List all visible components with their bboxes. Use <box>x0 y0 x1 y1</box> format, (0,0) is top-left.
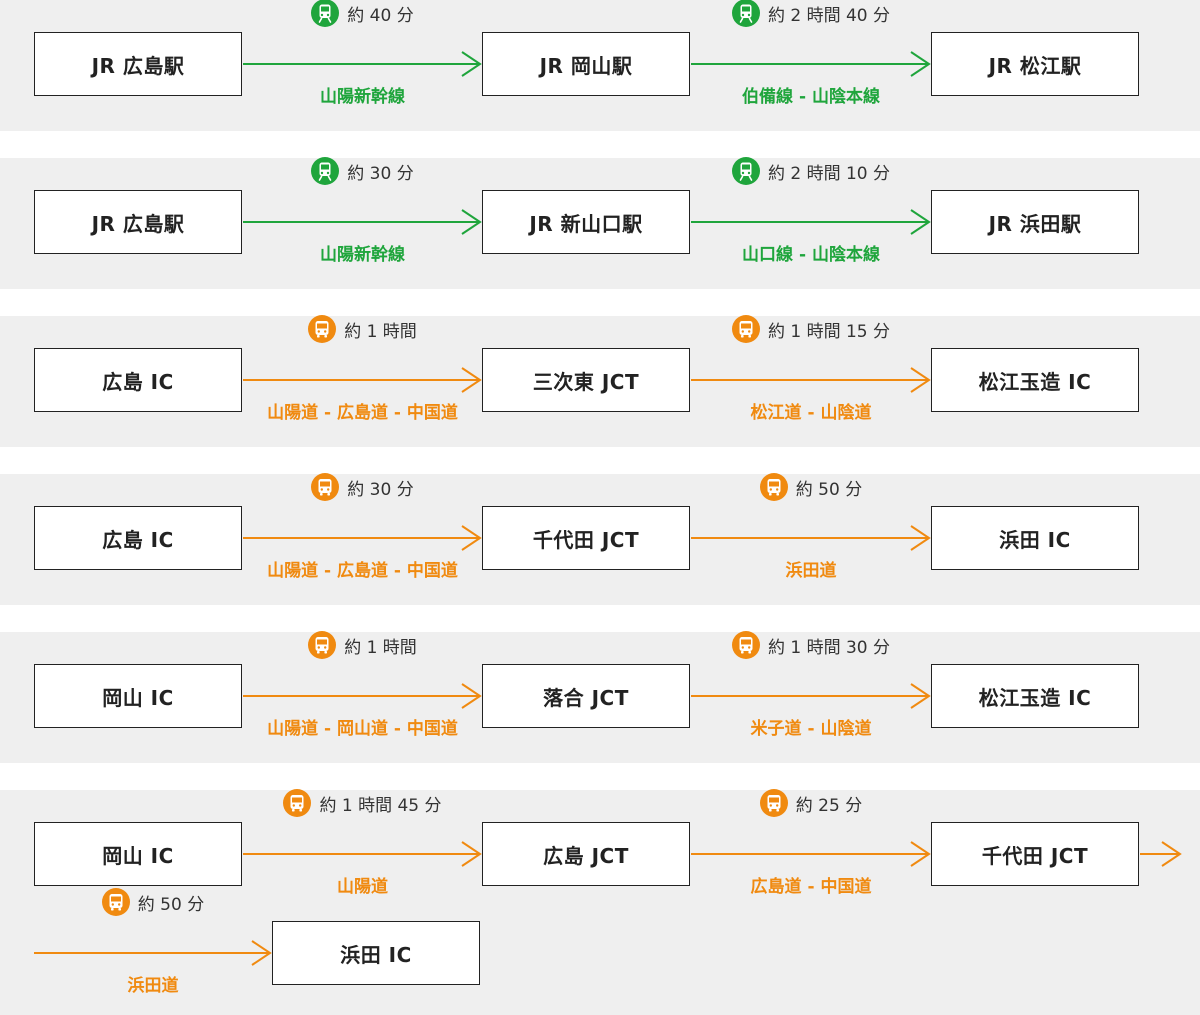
route-connector: 約 1 時間 山陽道 - 岡山道 - 中国道 <box>243 631 482 739</box>
station-box: 広島 IC <box>34 506 242 570</box>
arrow-line <box>691 683 931 709</box>
travel-time: 約 1 時間 <box>243 631 482 659</box>
route-connector: 約 25 分 広島道 - 中国道 <box>691 789 931 897</box>
station-box: JR 浜田駅 <box>931 190 1139 254</box>
arrow-line <box>691 525 931 551</box>
continuation-arrow <box>1140 822 1182 886</box>
station-box: 三次東 JCT <box>482 348 690 412</box>
travel-time: 約 1 時間 <box>243 315 482 343</box>
route-connector: 約 50 分 浜田道 <box>691 473 931 581</box>
train-icon <box>311 0 340 27</box>
route-connector: 約 2 時間 10 分 山口線 - 山陰本線 <box>691 157 931 265</box>
bus-icon <box>308 315 337 343</box>
route-connector: 約 30 分 山陽道 - 広島道 - 中国道 <box>243 473 482 581</box>
bus-icon <box>283 789 312 817</box>
arrow-line <box>691 209 931 235</box>
bus-icon <box>759 789 788 817</box>
arrow-line <box>1140 841 1182 867</box>
road-name: 山陽道 - 岡山道 - 中国道 <box>267 719 458 739</box>
road-name: 広島道 - 中国道 <box>750 877 872 897</box>
station-box: JR 広島駅 <box>34 190 242 254</box>
train-icon <box>731 0 760 27</box>
station-box: 千代田 JCT <box>482 506 690 570</box>
station-box: 岡山 IC <box>34 822 242 886</box>
station-box: 浜田 IC <box>931 506 1139 570</box>
travel-time: 約 30 分 <box>243 157 482 185</box>
bus-icon <box>731 315 760 343</box>
route-connector: 約 1 時間 45 分 山陽道 <box>243 789 482 897</box>
train-icon <box>311 157 340 185</box>
station-box: 広島 IC <box>34 348 242 412</box>
route-connector: 約 1 時間 30 分 米子道 - 山陰道 <box>691 631 931 739</box>
station-box: JR 松江駅 <box>931 32 1139 96</box>
arrow-line <box>243 525 482 551</box>
arrow-line <box>243 841 482 867</box>
station-box: JR 広島駅 <box>34 32 242 96</box>
line-name: 山陽新幹線 <box>320 87 405 107</box>
station-box: 千代田 JCT <box>931 822 1139 886</box>
travel-time: 約 25 分 <box>691 789 931 817</box>
travel-time: 約 2 時間 40 分 <box>691 0 931 27</box>
road-name: 浜田道 <box>785 561 837 581</box>
station-box: JR 岡山駅 <box>482 32 690 96</box>
road-name: 山陽道 <box>337 877 388 897</box>
travel-time: 約 50 分 <box>34 888 272 916</box>
arrow-line <box>243 209 482 235</box>
line-name: 伯備線 - 山陰本線 <box>742 87 880 107</box>
travel-time: 約 2 時間 10 分 <box>691 157 931 185</box>
route-connector: 約 50 分 浜田道 <box>34 888 272 996</box>
travel-time: 約 40 分 <box>243 0 482 27</box>
route-connector: 約 30 分 山陽新幹線 <box>243 157 482 265</box>
arrow-line <box>34 940 272 966</box>
arrow-line <box>243 683 482 709</box>
road-name: 山陽道 - 広島道 - 中国道 <box>267 403 458 423</box>
road-name: 山陽道 - 広島道 - 中国道 <box>267 561 458 581</box>
bus-icon <box>759 473 788 501</box>
route-connector: 約 1 時間 15 分 松江道 - 山陰道 <box>691 315 931 423</box>
route-connector: 約 2 時間 40 分 伯備線 - 山陰本線 <box>691 0 931 107</box>
station-box: 広島 JCT <box>482 822 690 886</box>
arrow-line <box>243 367 482 393</box>
bus-icon <box>101 888 130 916</box>
station-box: 浜田 IC <box>272 921 480 985</box>
line-name: 山陽新幹線 <box>320 245 405 265</box>
route-connector: 約 40 分 山陽新幹線 <box>243 0 482 107</box>
travel-time: 約 30 分 <box>243 473 482 501</box>
arrow-line <box>691 51 931 77</box>
road-name: 米子道 - 山陰道 <box>750 719 872 739</box>
travel-time: 約 1 時間 30 分 <box>691 631 931 659</box>
bus-icon <box>731 631 760 659</box>
travel-time: 約 1 時間 15 分 <box>691 315 931 343</box>
line-name: 山口線 - 山陰本線 <box>742 245 880 265</box>
travel-time: 約 50 分 <box>691 473 931 501</box>
route-connector: 約 1 時間 山陽道 - 広島道 - 中国道 <box>243 315 482 423</box>
road-name: 浜田道 <box>127 976 179 996</box>
station-box: 岡山 IC <box>34 664 242 728</box>
train-icon <box>731 157 760 185</box>
arrow-line <box>691 367 931 393</box>
station-box: 松江玉造 IC <box>931 348 1139 412</box>
arrow-line <box>243 51 482 77</box>
station-box: 落合 JCT <box>482 664 690 728</box>
bus-icon <box>311 473 340 501</box>
bus-icon <box>308 631 337 659</box>
station-box: JR 新山口駅 <box>482 190 690 254</box>
road-name: 松江道 - 山陰道 <box>750 403 872 423</box>
arrow-line <box>691 841 931 867</box>
station-box: 松江玉造 IC <box>931 664 1139 728</box>
travel-time: 約 1 時間 45 分 <box>243 789 482 817</box>
